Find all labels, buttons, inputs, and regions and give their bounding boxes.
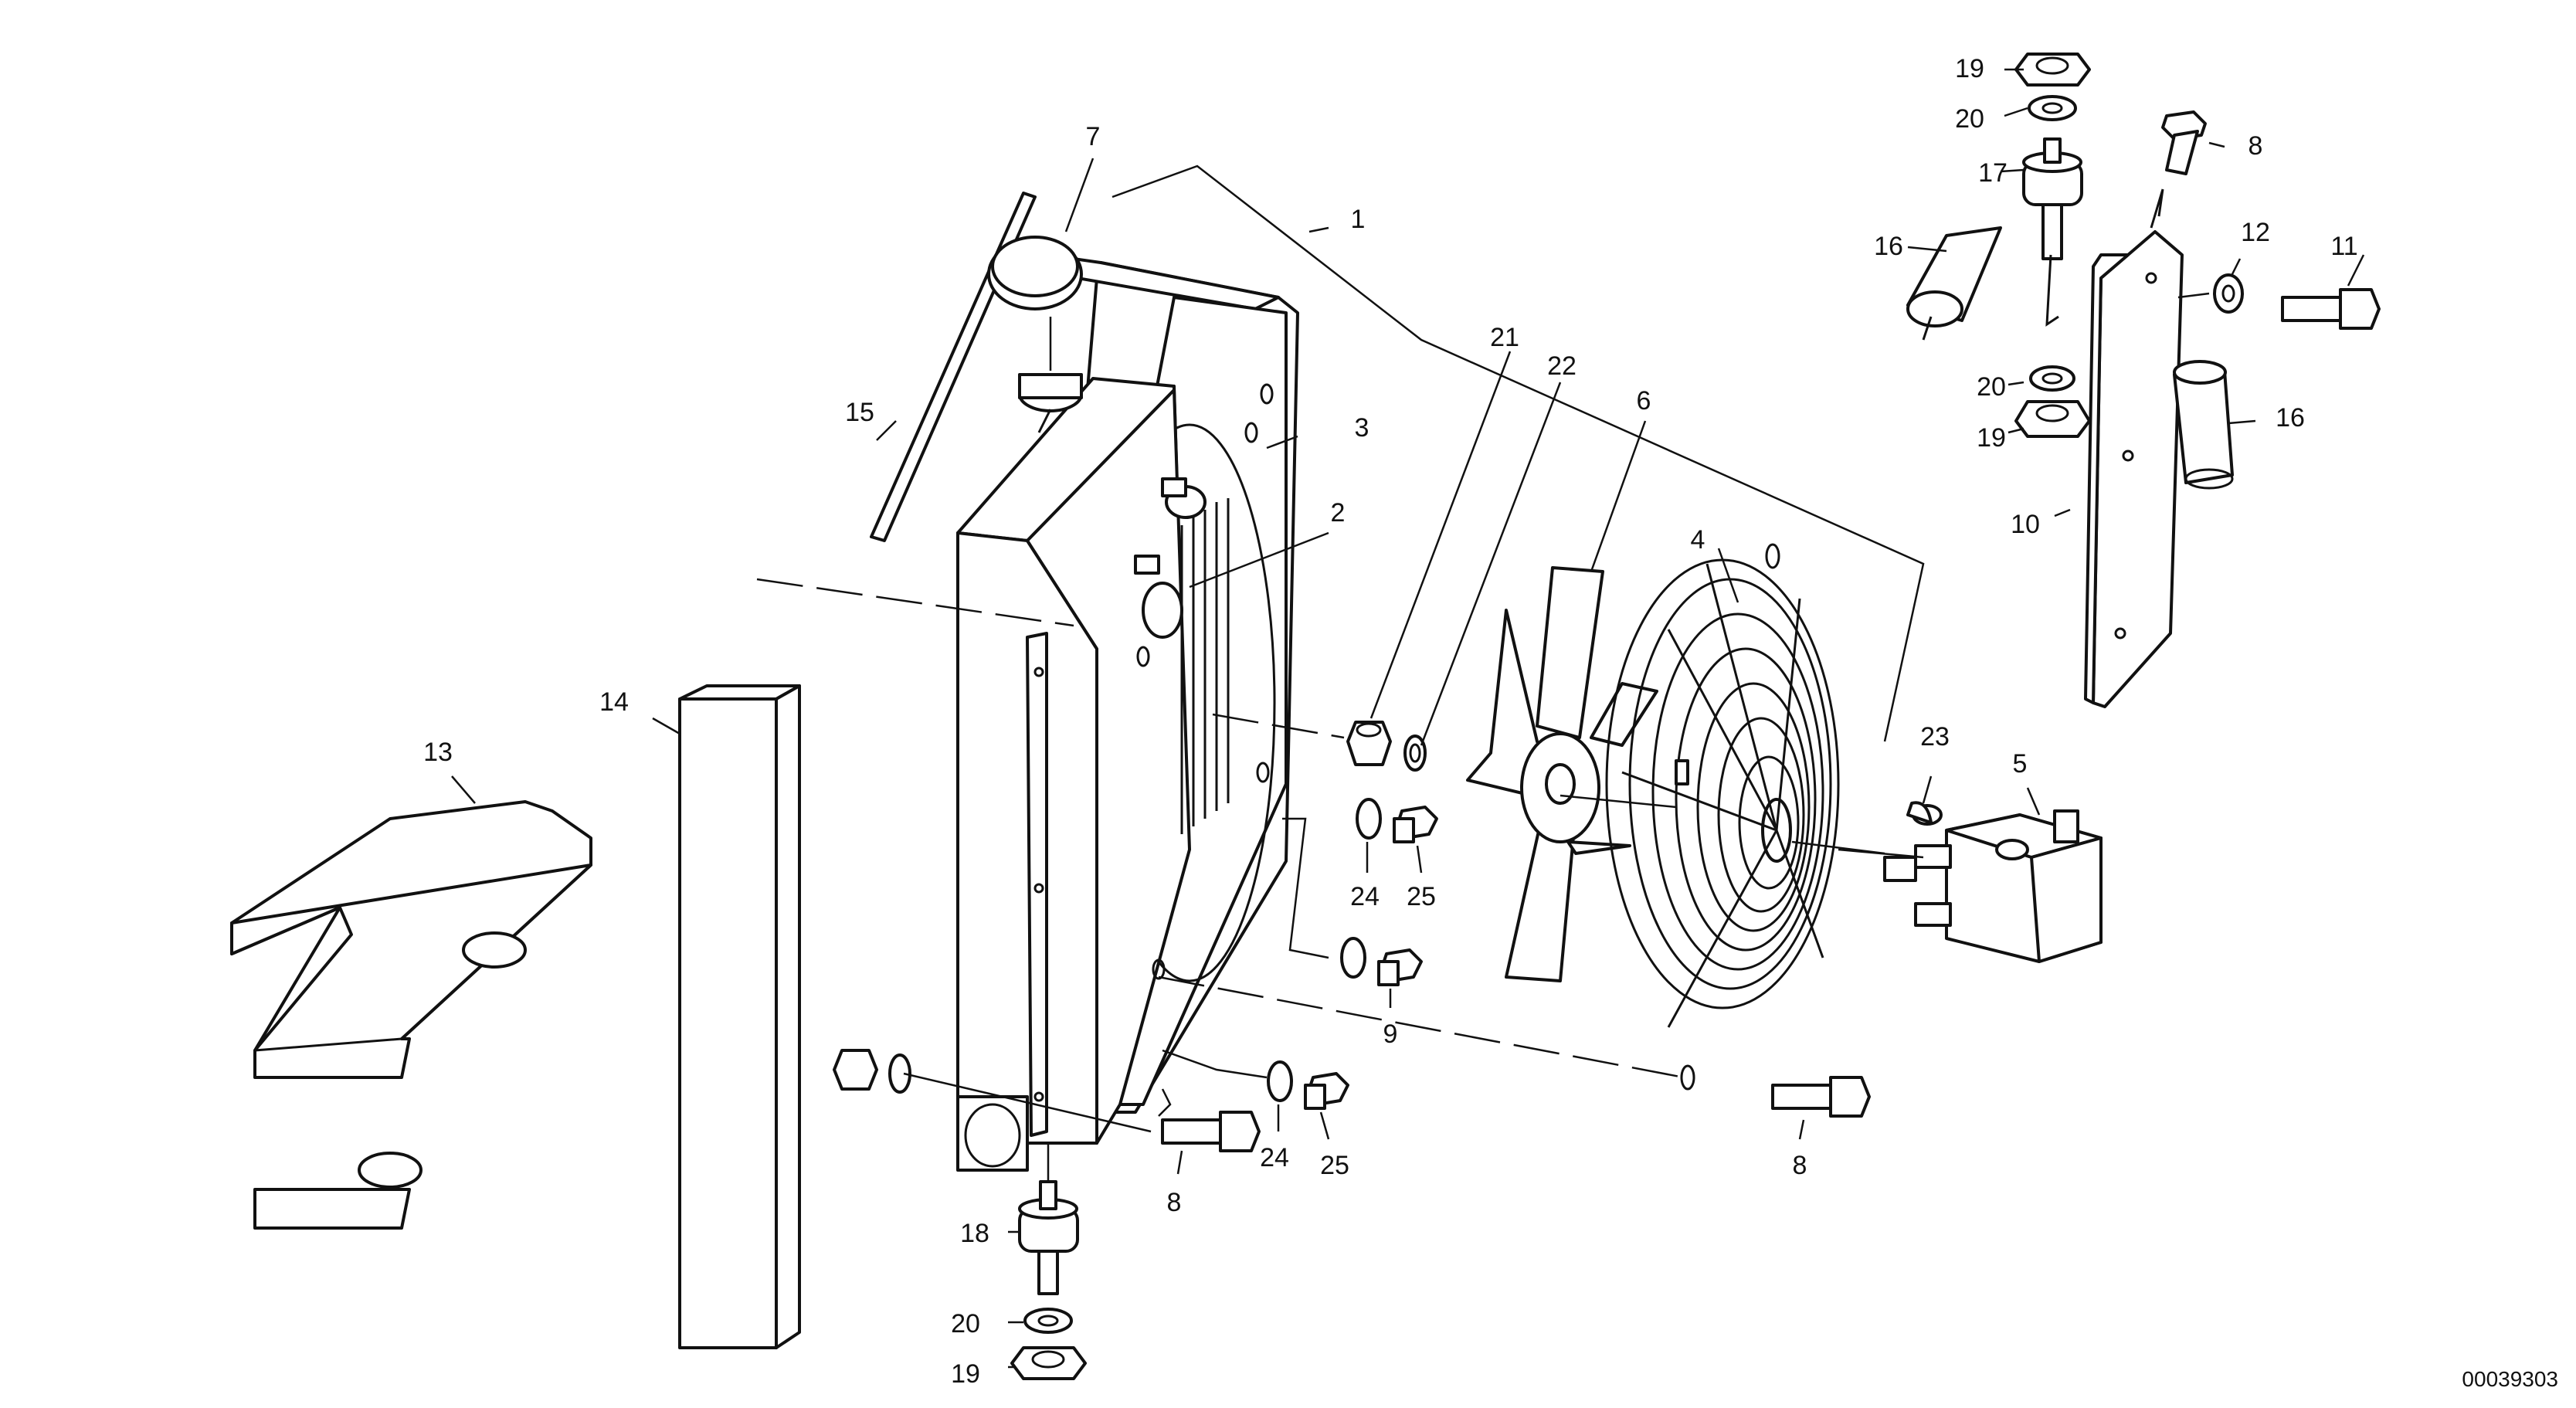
washer-24-upper	[1356, 798, 1382, 840]
callout-19-bottom: 19	[951, 1359, 980, 1389]
callout-5: 5	[2013, 749, 2028, 779]
alignment-lines	[756, 578, 1885, 1182]
fitting-25-upper	[1393, 806, 1438, 843]
callout-25-lower: 25	[1320, 1151, 1349, 1180]
callout-20-top: 20	[1955, 104, 1984, 134]
callout-8-left: 8	[1167, 1188, 1182, 1217]
callout-13: 13	[423, 738, 453, 767]
hydraulic-motor-5	[1838, 804, 2103, 963]
washer-20-bottom	[1023, 1308, 1073, 1334]
washer-12	[2213, 273, 2244, 314]
callout-16-left: 16	[1874, 232, 1903, 261]
callout-15: 15	[845, 398, 874, 427]
fitting-25-lower	[1304, 1072, 1349, 1110]
callout-22: 22	[1547, 351, 1576, 381]
fitting-9	[1377, 948, 1423, 986]
callout-18: 18	[960, 1219, 989, 1248]
callout-17: 17	[1978, 158, 2008, 188]
callout-14: 14	[599, 687, 629, 717]
bolt-8-right	[1771, 1076, 1871, 1118]
callout-12: 12	[2241, 218, 2270, 247]
callout-2: 2	[1331, 498, 1346, 528]
fan-blade-6	[1466, 566, 1658, 982]
support-bracket-10	[2084, 188, 2184, 708]
callout-8-right: 8	[1793, 1151, 1807, 1180]
callout-25-upper: 25	[1407, 882, 1436, 911]
nut-21	[1346, 721, 1392, 766]
callout-19-top: 19	[1955, 54, 1984, 83]
callout-10: 10	[2011, 510, 2040, 539]
callout-20-mid: 20	[1977, 372, 2006, 402]
foam-block-14	[678, 684, 801, 1349]
callout-24-upper: 24	[1350, 882, 1380, 911]
radiator-cap-7	[987, 236, 1083, 371]
callout-8-top: 8	[2248, 131, 2263, 161]
callout-16-right: 16	[2276, 403, 2305, 433]
bolt-8-left	[1161, 1111, 1261, 1152]
nut-left	[833, 1049, 878, 1091]
callout-24-lower: 24	[1260, 1143, 1289, 1172]
fan-guard-4	[1605, 543, 1840, 1091]
washer-24-lower	[1267, 1060, 1293, 1102]
nut-19-bottom	[1010, 1346, 1087, 1380]
hose-sleeve-16a	[1906, 226, 2002, 341]
mounting-bracket-13	[230, 800, 592, 1230]
callout-1: 1	[1351, 205, 1366, 234]
washer-left	[888, 1053, 911, 1094]
key-23	[1906, 801, 1933, 824]
callout-9: 9	[1383, 1020, 1398, 1049]
callout-19-mid: 19	[1977, 423, 2006, 453]
reference-number: 00039303	[2462, 1367, 2558, 1391]
rubber-mount-17	[2022, 137, 2083, 327]
callout-6: 6	[1637, 386, 1651, 416]
nut-19-mid	[2014, 400, 2091, 438]
callout-3: 3	[1355, 413, 1369, 443]
washer-24-mid	[1340, 937, 1366, 979]
washer-20-mid	[2029, 365, 2075, 392]
radiator-assembly	[956, 257, 1299, 1172]
washer-22	[1403, 735, 1427, 772]
callout-20-bottom: 20	[951, 1309, 980, 1338]
radiator-core-2	[1180, 498, 1230, 834]
callout-21: 21	[1490, 323, 1519, 352]
washer-20-top	[2028, 95, 2077, 121]
callout-labels: 1 2 3 4 5 6 7 8 8 8 9 10 11 12 13 14 15 …	[423, 54, 2358, 1389]
nut-19-top	[2014, 53, 2091, 87]
hose-sleeve-16b	[2173, 360, 2234, 490]
callout-4: 4	[1691, 525, 1705, 555]
callout-7: 7	[1086, 122, 1101, 151]
callout-23: 23	[1920, 722, 1950, 751]
leader-lines	[451, 68, 2365, 1369]
callout-11: 11	[2330, 232, 2357, 261]
rubber-mount-18	[1018, 1180, 1079, 1295]
bolt-8-top	[2161, 110, 2207, 175]
bolt-11	[2281, 288, 2381, 330]
